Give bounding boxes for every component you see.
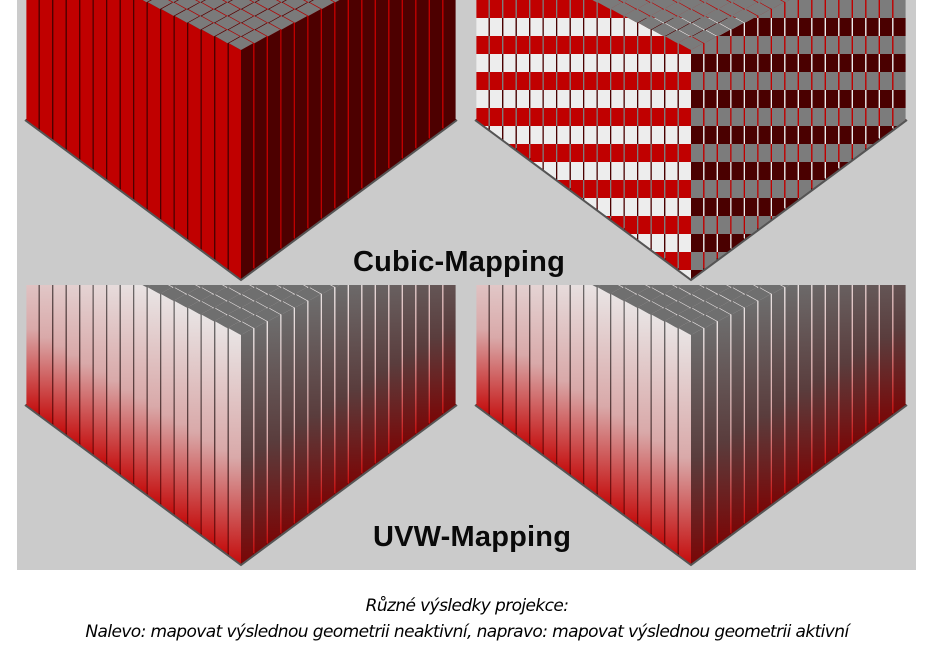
render-uvw-active — [467, 285, 916, 570]
caption-title: Různé výsledky projekce: — [365, 596, 569, 616]
render-cubic-inactive — [17, 0, 466, 285]
cubic-mapping-label: Cubic-Mapping — [353, 246, 566, 278]
render-uvw-inactive — [17, 285, 466, 570]
uvw-mapping-label: UVW-Mapping — [373, 521, 572, 553]
caption-description: Nalevo: mapovat výslednou geometrii neak… — [85, 622, 849, 642]
figure-panel: Cubic-Mapping UVW-Mapping — [17, 0, 916, 570]
render-cubic-active — [467, 0, 916, 285]
